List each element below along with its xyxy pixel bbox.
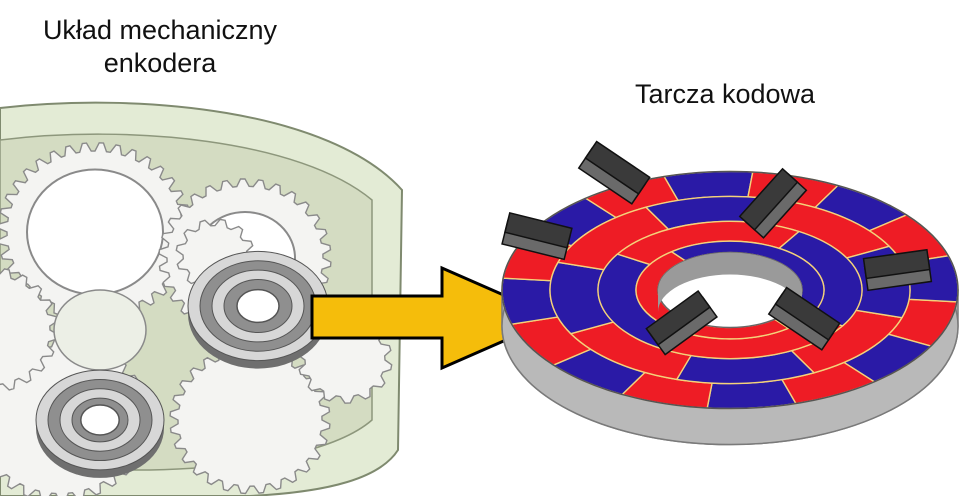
mechanism-title-line2: enkodera — [10, 47, 310, 80]
center-hub — [54, 290, 146, 370]
gear-hub — [27, 169, 163, 294]
mechanism-title: Układ mechaniczny enkodera — [10, 14, 310, 80]
mechanism-title-line1: Układ mechaniczny — [10, 14, 310, 47]
small-code-disc — [188, 251, 328, 368]
code-disc-title: Tarcza kodowa — [580, 78, 870, 111]
disc-segment — [502, 278, 558, 324]
small-disc-hole — [237, 290, 279, 323]
small-disc-hole — [81, 405, 119, 435]
small-code-disc — [36, 370, 164, 478]
code-disc-illustration — [502, 171, 958, 444]
